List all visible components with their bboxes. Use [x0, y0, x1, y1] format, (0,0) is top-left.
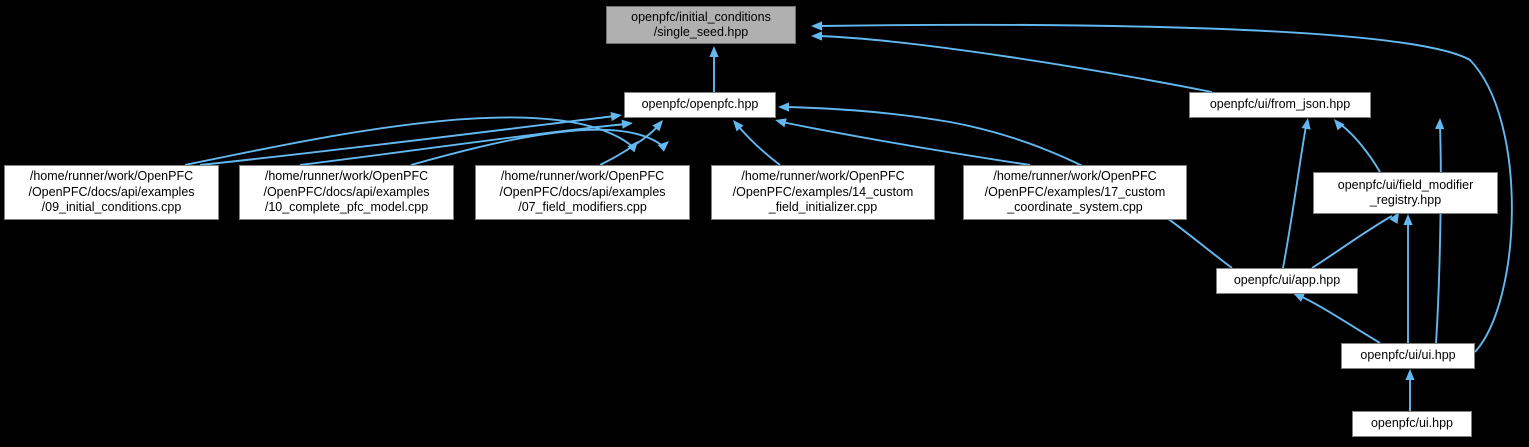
- graph-edge: [199, 115, 616, 166]
- graph-node-app[interactable]: openpfc/ui/app.hpp: [1216, 268, 1358, 294]
- graph-edge: [781, 121, 1031, 166]
- graph-edge-arrowhead: [627, 141, 638, 153]
- graph-node-label: openpfc/ui/ui.hpp: [1360, 348, 1456, 363]
- graph-edge: [410, 128, 665, 166]
- graph-node-label: /home/runner/work/OpenPFC /OpenPFC/examp…: [984, 169, 1166, 215]
- graph-edge: [299, 123, 627, 166]
- graph-edge-arrowhead: [733, 120, 744, 132]
- graph-edge: [1299, 295, 1381, 344]
- graph-edge-arrowhead: [657, 141, 669, 152]
- graph-node-from_json[interactable]: openpfc/ui/from_json.hpp: [1189, 92, 1371, 118]
- graph-node-ex10[interactable]: /home/runner/work/OpenPFC /OpenPFC/docs/…: [239, 165, 454, 220]
- graph-edge-arrowhead: [811, 21, 822, 31]
- graph-edge-arrowhead: [709, 46, 719, 57]
- graph-edge-arrowhead: [610, 111, 622, 122]
- graph-node-label: /home/runner/work/OpenPFC /OpenPFC/docs/…: [263, 169, 430, 215]
- graph-node-label: openpfc/initial_conditions /single_seed.…: [631, 9, 771, 40]
- graph-node-label: /home/runner/work/OpenPFC /OpenPFC/docs/…: [499, 169, 666, 215]
- graph-edge: [599, 125, 659, 166]
- graph-edge: [184, 116, 634, 166]
- graph-edge-arrowhead: [1301, 118, 1311, 130]
- graph-node-field_modifier_registry[interactable]: openpfc/ui/field_modifier _registry.hpp: [1313, 172, 1498, 214]
- graph-node-label: /home/runner/work/OpenPFC /OpenPFC/examp…: [732, 169, 914, 215]
- graph-edge-arrowhead: [1334, 119, 1345, 131]
- graph-node-label: openpfc/ui.hpp: [1370, 416, 1453, 431]
- graph-edge-arrowhead: [1435, 118, 1445, 130]
- graph-node-single_seed[interactable]: openpfc/initial_conditions /single_seed.…: [606, 6, 796, 44]
- graph-node-ex07[interactable]: /home/runner/work/OpenPFC /OpenPFC/docs/…: [475, 165, 690, 220]
- graph-node-label: openpfc/ui/app.hpp: [1233, 273, 1341, 288]
- graph-node-ui_ui[interactable]: openpfc/ui/ui.hpp: [1341, 343, 1475, 369]
- graph-edge: [1435, 125, 1442, 344]
- graph-edge-arrowhead: [1405, 369, 1415, 380]
- graph-edge: [819, 35, 1213, 93]
- graph-node-label: openpfc/openpfc.hpp: [641, 97, 759, 112]
- graph-edge-arrowhead: [652, 120, 663, 132]
- graph-node-label: /home/runner/work/OpenPFC /OpenPFC/docs/…: [28, 169, 195, 215]
- graph-edge-arrowhead: [1403, 214, 1413, 225]
- graph-node-ex09[interactable]: /home/runner/work/OpenPFC /OpenPFC/docs/…: [4, 165, 219, 220]
- graph-edge: [1339, 123, 1381, 173]
- graph-edge: [1311, 215, 1393, 269]
- graph-edge-arrowhead: [811, 31, 822, 41]
- graph-node-label: openpfc/ui/field_modifier _registry.hpp: [1337, 177, 1474, 208]
- graph-node-label: openpfc/ui/from_json.hpp: [1209, 97, 1351, 112]
- graph-edge: [1282, 125, 1307, 269]
- graph-edge-arrowhead: [621, 119, 633, 129]
- graph-node-ex14[interactable]: /home/runner/work/OpenPFC /OpenPFC/examp…: [711, 165, 935, 220]
- graph-node-ex17[interactable]: /home/runner/work/OpenPFC /OpenPFC/examp…: [963, 165, 1187, 220]
- graph-node-ui[interactable]: openpfc/ui.hpp: [1352, 411, 1472, 437]
- graph-edge: [737, 125, 781, 166]
- graph-edge-arrowhead: [778, 102, 789, 112]
- graph-node-openpfc[interactable]: openpfc/openpfc.hpp: [624, 92, 776, 118]
